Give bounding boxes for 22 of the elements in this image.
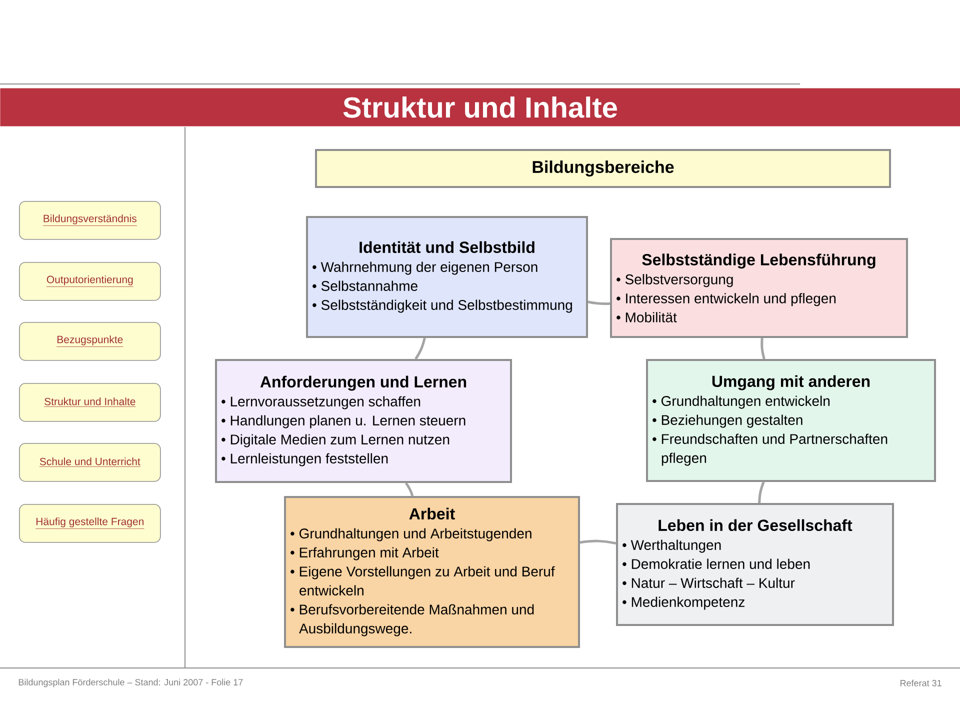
connector-line <box>414 338 426 360</box>
topic-box: Leben in der Gesellschaft • Werthaltungen • Demokratie lernen und leben • Natur – Wirtschaft – Kultur • Medienkompetenz <box>616 503 894 626</box>
topic-box: Arbeit • Grundhaltungen und Arbeitstugenden • Erfahrungen mit Arbeit • Eigene Vorstellungen zu Arbeit und Beruf entwickeln • Berufsvorbereitende Maßnahmen und Ausbildungswege. <box>284 496 580 648</box>
topic-box: Selbstständige Lebensführung • Selbstversorgung • Interessen entwickeln und pflegen • Mobilität <box>610 238 908 338</box>
link-button: Outputorientierung <box>19 262 161 301</box>
connector-line <box>580 540 616 545</box>
topic-box: Umgang mit anderen • Grundhaltungen entwickeln • Beziehungen gestalten • Freundschaften und Partnerschaften pflegen <box>646 359 936 482</box>
link-button: Bildungsverständnis <box>19 201 161 240</box>
footer-text: Referat 31 <box>900 680 942 686</box>
connector-line <box>404 482 414 496</box>
title-banner: Struktur und Inhalte <box>0 88 960 126</box>
link-button: Schule und Unterricht <box>19 443 161 482</box>
connector-line <box>588 300 610 306</box>
footer-text: Bildungsplan Förderschule – Stand: Juni 2007 - Folie 17 <box>18 678 243 688</box>
connector-line <box>760 338 766 360</box>
link-button: Häufig gestellte Fragen <box>19 504 161 543</box>
link-button: Bezugspunkte <box>19 322 161 361</box>
heading-box: Bildungsbereiche <box>315 149 892 188</box>
connector-line <box>758 482 765 504</box>
link-button: Struktur und Inhalte <box>19 383 161 422</box>
topic-box: Anforderungen und Lernen • Lernvoraussetzungen schaffen • Handlungen planen u. Lernen steuern • Digitale Medien zum Lernen nutzen • Lernleistungen feststellen <box>215 359 512 483</box>
topic-box: Identität und Selbstbild • Wahrnehmung der eigenen Person • Selbstannahme • Selbstständigkeit und Selbstbestimmung <box>306 216 588 338</box>
